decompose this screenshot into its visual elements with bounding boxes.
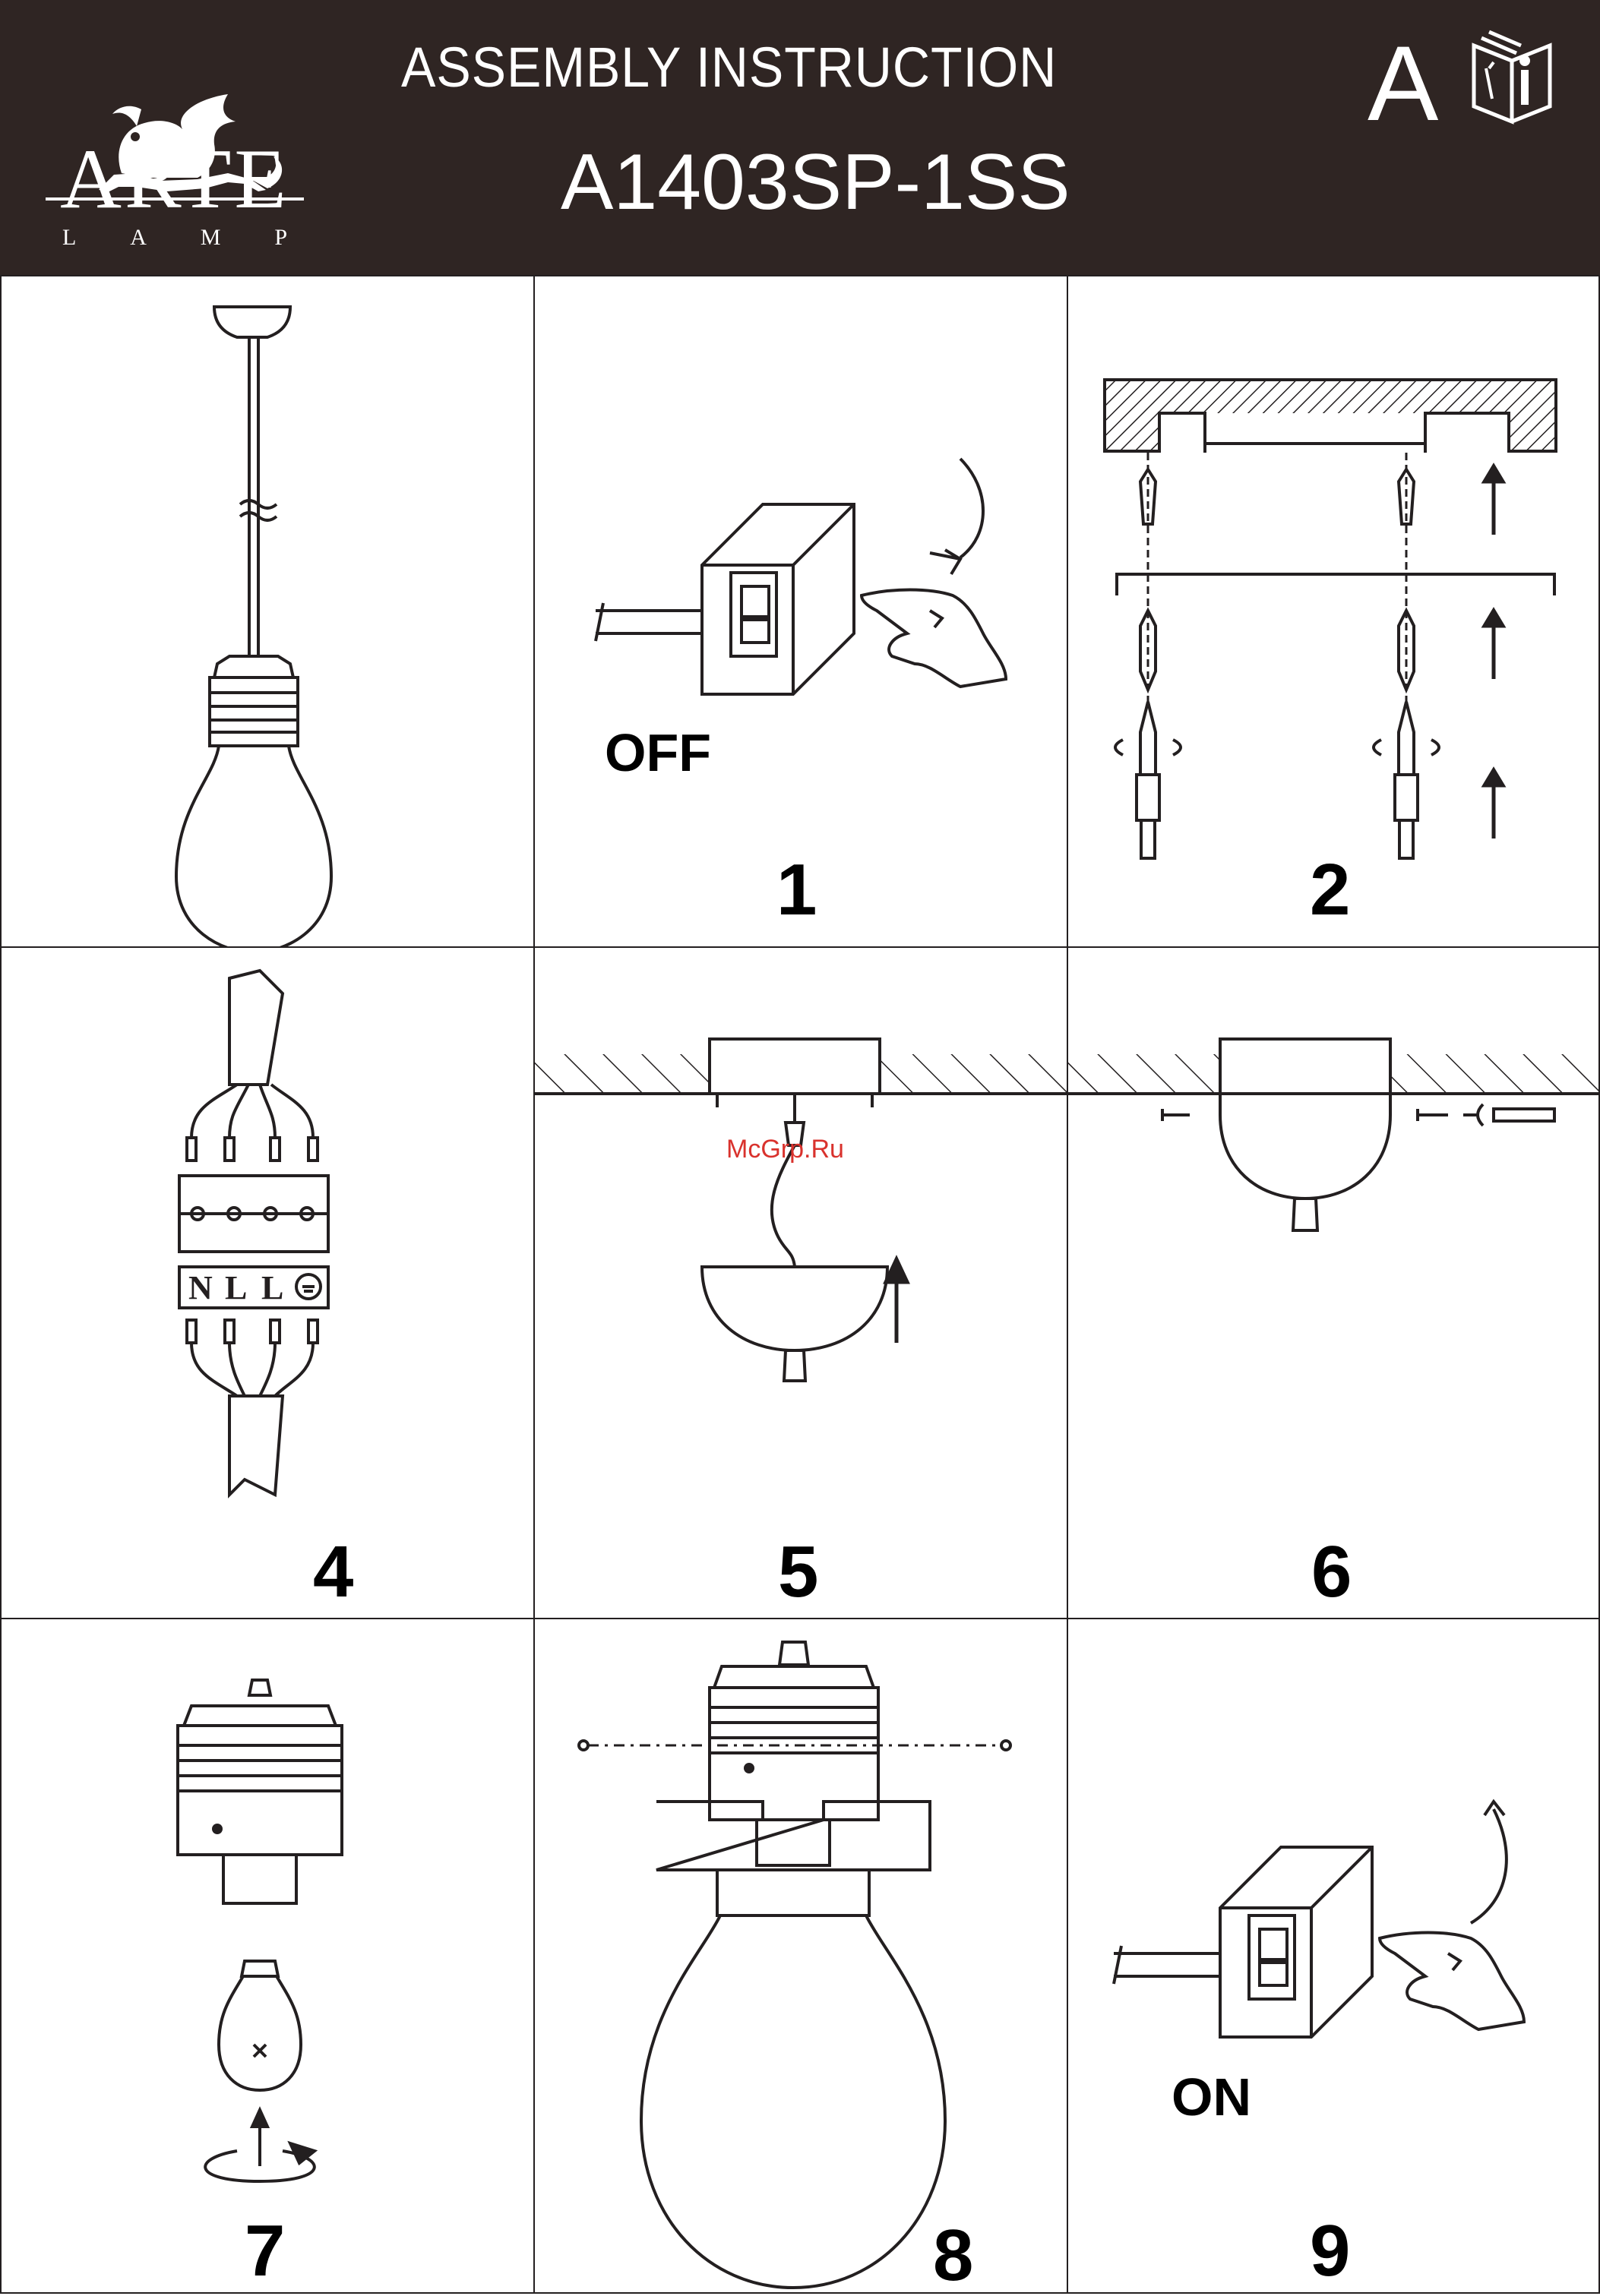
step-number: 2 [1310, 854, 1350, 927]
pendant-lamp-drawing [2, 276, 536, 949]
step-1: OFF 1 [533, 275, 1068, 948]
instruction-grid: OFF 1 [0, 275, 1600, 2294]
step-number: 5 [778, 1536, 818, 1609]
document-title: ASSEMBLY INSTRUCTION [401, 39, 1057, 96]
model-number: A1403SP-1SS [561, 143, 1070, 222]
brand-subtitle: L A M P [53, 226, 296, 249]
step-number: 8 [933, 2219, 973, 2292]
step-number: 4 [313, 1536, 353, 1609]
wiring-terminal-drawing: N L L [2, 948, 536, 1621]
header-bar: ARTE L A M P ASSEMBLY INSTRUCTION A1403S… [0, 0, 1600, 275]
step-9: ON 9 [1067, 1618, 1600, 2294]
step-number: 9 [1310, 2215, 1350, 2288]
step-2: 2 [1067, 275, 1600, 948]
shade-assembly-drawing [535, 1619, 1070, 2295]
language-code: A [1368, 30, 1438, 137]
step-5: 5 [533, 946, 1068, 1619]
brand-sub-letter: L [62, 226, 76, 249]
wall-switch-on-drawing [1068, 1619, 1600, 2295]
step-6: 6 [1067, 946, 1600, 1619]
terminal-neutral: N [188, 1269, 213, 1306]
step-overview [0, 275, 535, 948]
terminal-live-1: L [225, 1269, 247, 1306]
step-8: 8 [533, 1618, 1068, 2294]
terminal-live-2: L [261, 1269, 283, 1306]
step-label-on: ON [1172, 2070, 1251, 2124]
step-number: 6 [1311, 1536, 1352, 1609]
brand-sub-letter: M [201, 226, 221, 249]
manual-info-icon [1466, 23, 1557, 129]
step-7: 7 [0, 1618, 535, 2294]
brand-sub-letter: A [130, 226, 147, 249]
step-label-off: OFF [605, 726, 711, 779]
brand-sub-letter: P [274, 226, 287, 249]
step-number: 1 [776, 854, 817, 927]
brand-name: ARTE [53, 137, 296, 222]
watermark: McGrp.Ru [726, 1136, 844, 1162]
bulb-install-drawing [2, 1619, 536, 2295]
step-4: N L L 4 [0, 946, 535, 1619]
step-number: 7 [245, 2215, 285, 2288]
canopy-fixing-drawing [1068, 948, 1600, 1621]
canopy-hanging-drawing [535, 948, 1070, 1621]
